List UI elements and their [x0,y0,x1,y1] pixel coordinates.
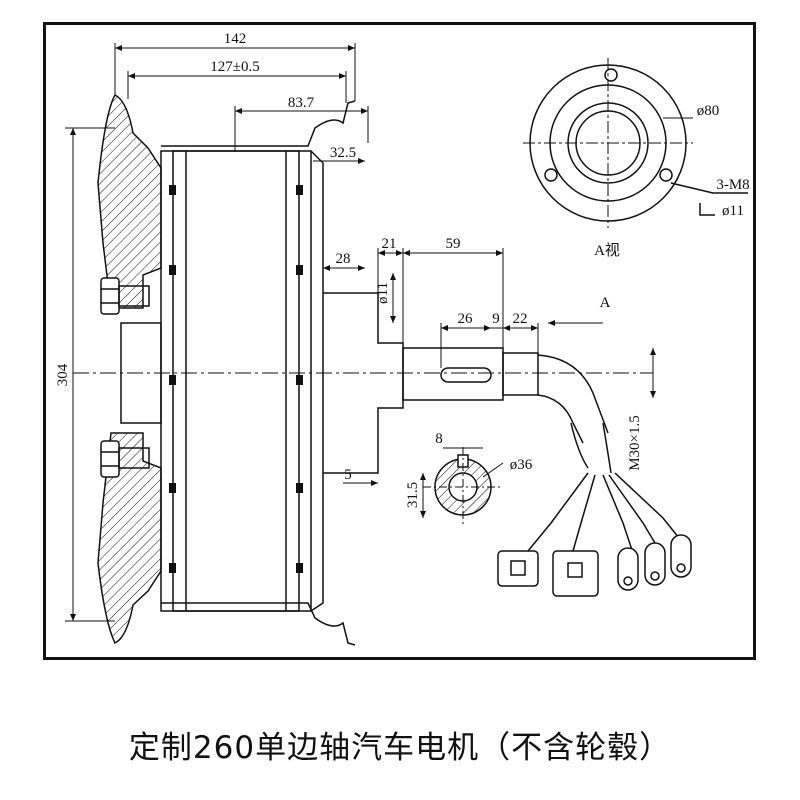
motor-technical-drawing: 142 127±0.5 83.7 32.5 304 28 21 59 ø11 2… [55,31,750,646]
dim-9: 9 [492,311,500,327]
dim-5: 5 [344,467,352,483]
dim-28: 28 [336,251,351,267]
dim-d11: ø11 [375,282,391,304]
a-view [523,58,748,228]
connector-left [497,550,539,587]
ring-terminals [617,534,692,591]
dim-d36: ø36 [510,457,533,473]
keyway-section [423,447,503,527]
hex-nut-lower [100,440,150,478]
dim-304: 304 [55,363,71,386]
drawing-frame: 142 127±0.5 83.7 32.5 304 28 21 59 ø11 2… [43,22,756,660]
arrow-a: A [600,295,611,311]
view-label: A视 [594,242,620,259]
dim-21: 21 [382,236,397,252]
product-caption: 定制260单边轴汽车电机（不含轮毂） [128,730,672,766]
rim-section [97,94,162,645]
dim-32-5: 32.5 [330,145,356,161]
dim-d11b: ø11 [722,203,744,219]
dimension-lines [65,43,693,622]
dimension-texts: 142 127±0.5 83.7 32.5 304 28 21 59 ø11 2… [55,31,750,508]
dim-31-5: 31.5 [405,482,421,508]
dim-26: 26 [458,311,474,327]
dim-83-7: 83.7 [288,95,315,111]
dim-m30: M30×1.5 [627,415,643,471]
connector-right [552,550,599,597]
dim-3m8: 3-M8 [716,177,749,193]
cable-bundle [527,422,684,554]
hex-nut-upper [100,277,150,315]
shaft [402,347,609,444]
dim-d80: ø80 [697,103,720,119]
dim-22: 22 [513,311,528,327]
dim-142: 142 [224,31,247,47]
rim-lip [161,100,356,646]
dim-127: 127±0.5 [210,59,259,75]
body-bolts [169,185,303,573]
motor-body [120,150,404,612]
dim-59: 59 [446,236,461,252]
dim-8: 8 [435,431,443,447]
